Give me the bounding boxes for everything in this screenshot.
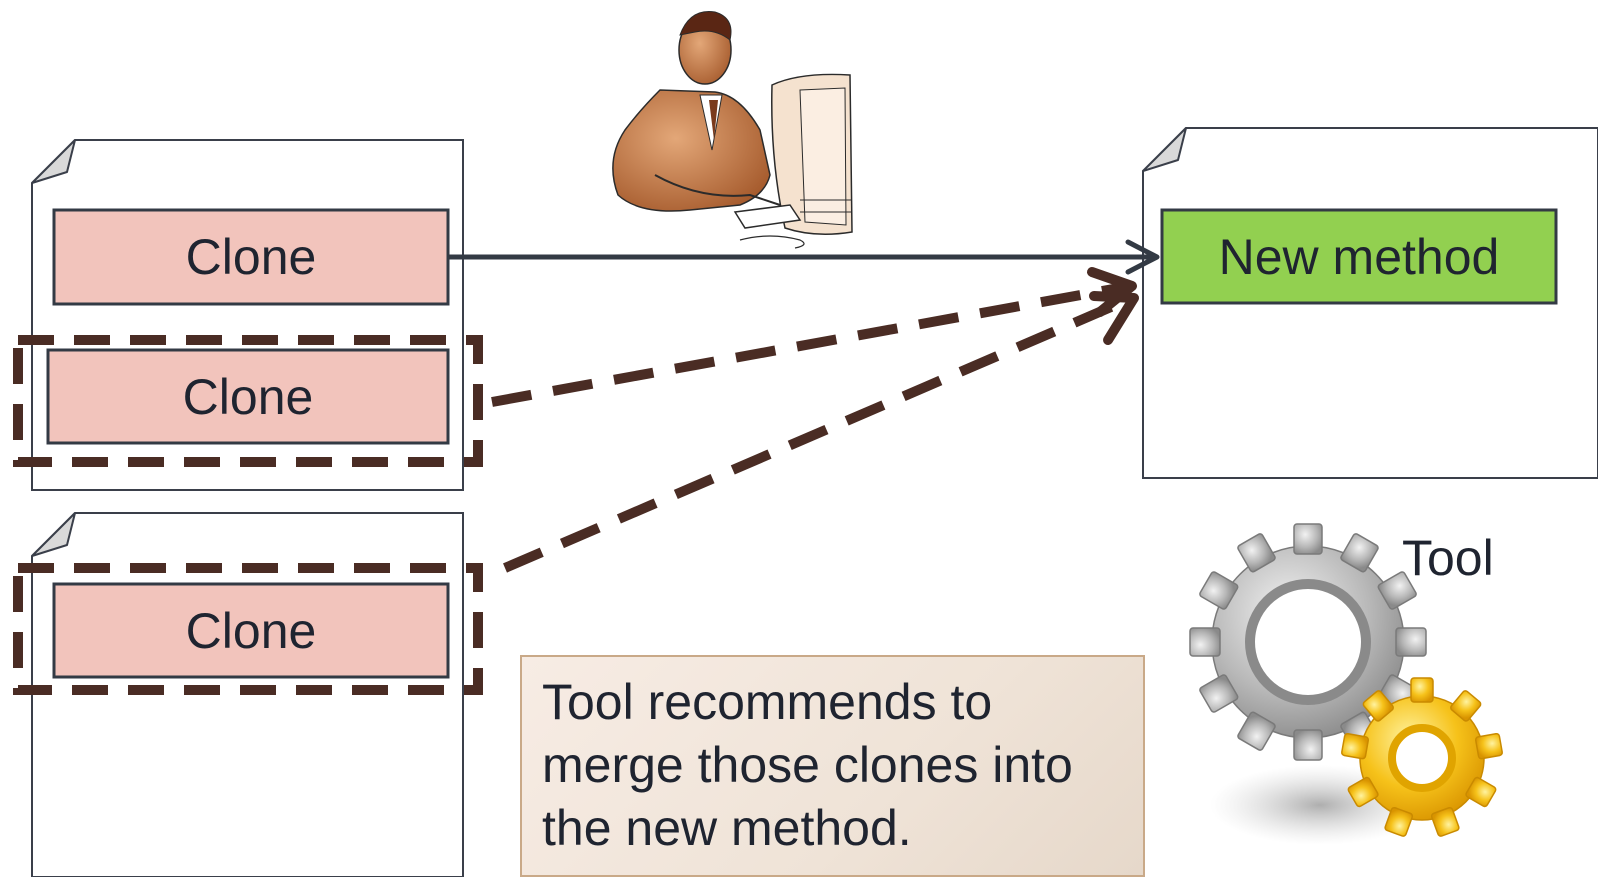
dashed-highlight-clone-2 <box>13 335 483 467</box>
dashed-highlight-clone-3 <box>13 563 483 695</box>
solid-arrow <box>448 239 1160 275</box>
developer-at-computer-icon <box>612 10 853 249</box>
dashed-arrow-from-clone-2 <box>491 267 1137 407</box>
dashed-arrow-from-clone-3 <box>503 291 1139 573</box>
recommendation-text: Tool recommends to merge those clones in… <box>542 674 1073 856</box>
new-method-label: New method <box>1218 228 1500 285</box>
tool-label: Tool <box>1402 530 1494 586</box>
clone-label-2: Clone <box>182 368 314 425</box>
new-method-box <box>1160 208 1558 305</box>
recommendation-note: Tool recommends to merge those clones in… <box>520 655 1145 877</box>
clone-label-1: Clone <box>185 229 317 285</box>
clone-box-2 <box>46 348 450 445</box>
clone-label-3: Clone <box>185 602 317 659</box>
clone-box-3 <box>52 582 450 679</box>
gears-icon <box>1189 523 1503 845</box>
